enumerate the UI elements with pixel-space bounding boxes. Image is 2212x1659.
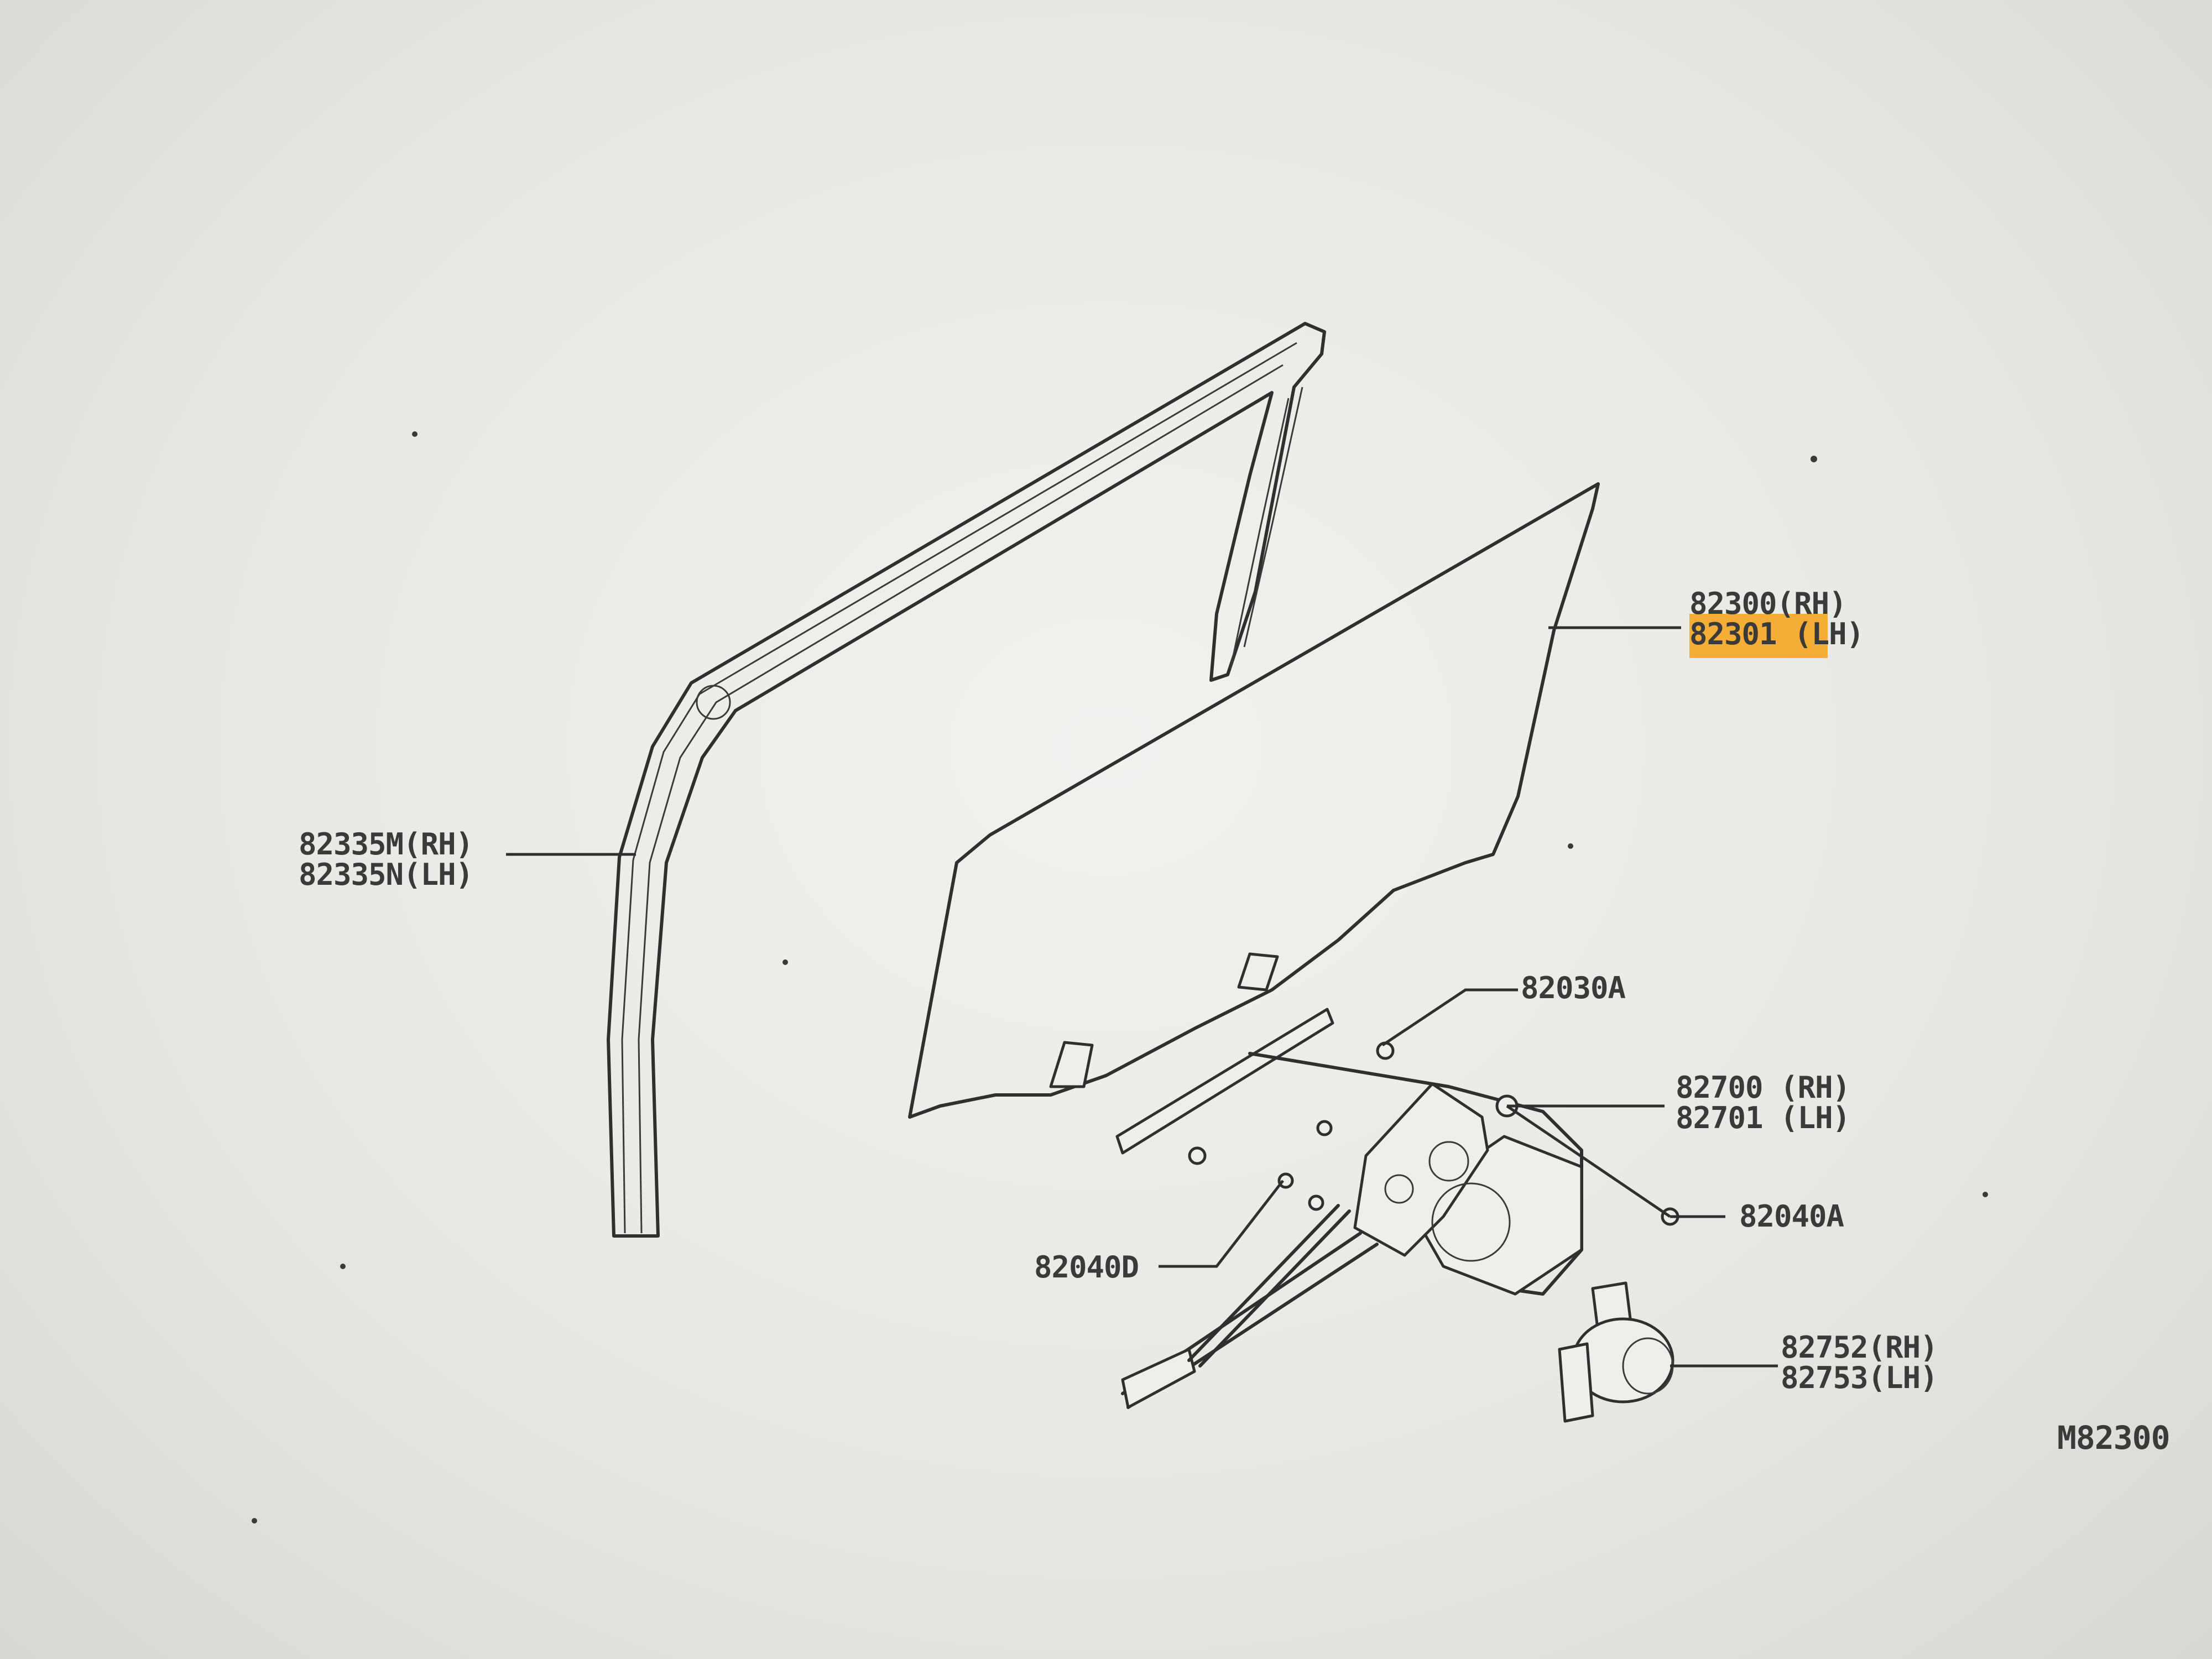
callout-sash-rh: 82335M(RH) [299,827,473,862]
callout-nut-a: 82040A [1739,1199,1844,1234]
callout-nut-d: 82040D [1034,1250,1139,1285]
regulator-motor [1558,1281,1674,1423]
leader-lines [506,626,1778,1368]
callout-glass-rh: 82300(RH) [1689,586,1846,621]
callout-glass-lh: 82301 (LH) [1689,617,1864,651]
callout-regulator-lh: 82701 (LH) [1676,1100,1850,1135]
callout-regulator-rh: 82700 (RH) [1676,1070,1850,1105]
part-number-highlight [1689,614,1828,658]
callout-motor-lh: 82753(LH) [1781,1360,1938,1395]
callout-sash-lh: 82335N(LH) [299,857,473,892]
window-regulator [1115,1008,1583,1409]
door-glass [908,482,1600,1119]
callout-motor-rh: 82752(RH) [1781,1330,1938,1365]
callout-bolt-a: 82030A [1521,971,1626,1005]
door-sash-frame [607,322,1326,1238]
dust-specks [252,431,1988,1524]
diagram-code: M82300 [2057,1419,2170,1457]
